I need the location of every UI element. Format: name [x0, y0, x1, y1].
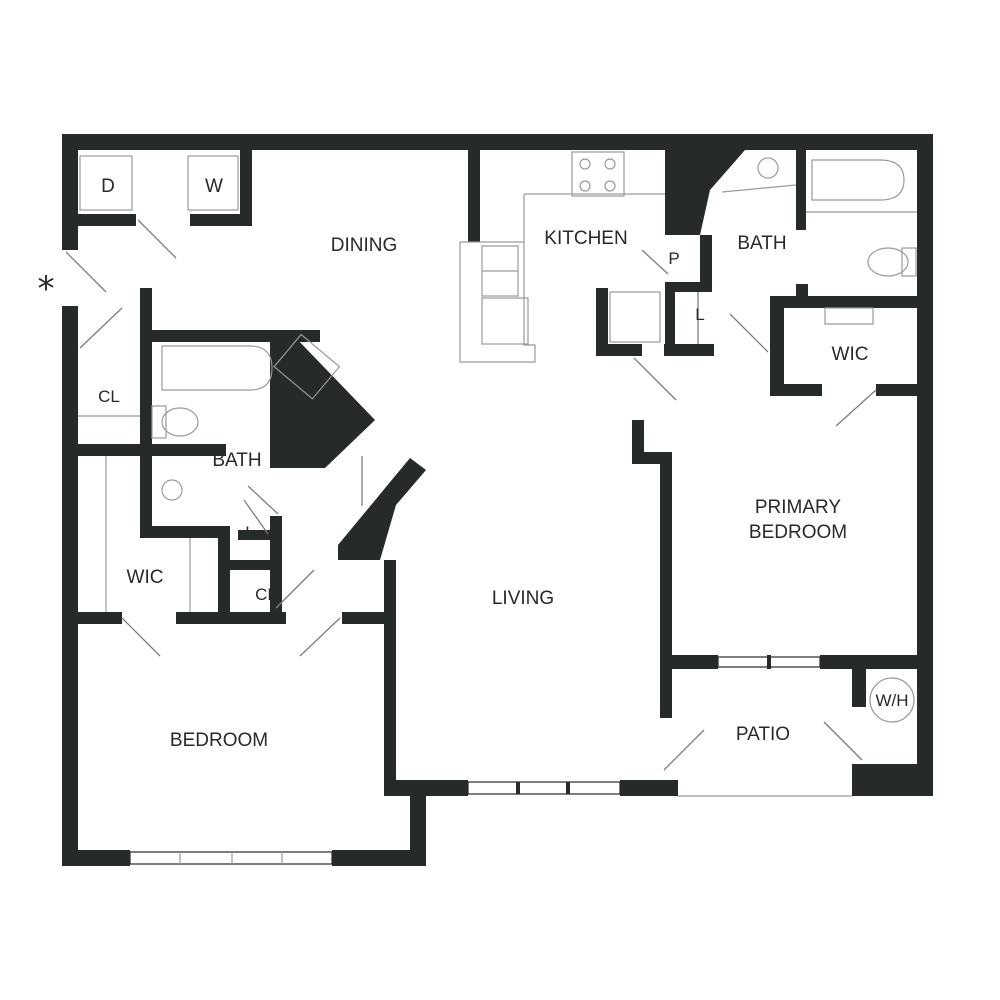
patio-label: PATIO [736, 724, 790, 745]
primary-wic-label: WIC [832, 344, 869, 365]
dining-label: DINING [331, 235, 398, 256]
entry-marker: * [38, 269, 55, 309]
interior-walls [78, 150, 933, 796]
bedroom-label: BEDROOM [170, 730, 268, 751]
primary-linen-label: L [695, 305, 704, 324]
secondary-wic-label: WIC [127, 567, 164, 588]
primary-bedroom-label-line2: BEDROOM [749, 522, 847, 543]
secondary-bath-label: BATH [212, 450, 261, 471]
washer-label: W [205, 176, 223, 197]
dryer-box [79, 155, 133, 211]
doors [65, 219, 877, 771]
kitchen-label: KITCHEN [544, 228, 627, 249]
primary-bedroom-label-line1: PRIMARY [755, 497, 842, 518]
secondary-closet-label: CL [255, 585, 277, 604]
windows [129, 655, 852, 865]
dryer-label: D [101, 176, 115, 197]
fixtures [78, 151, 917, 723]
primary-bath-label: BATH [737, 233, 786, 254]
living-label: LIVING [492, 588, 554, 609]
pantry-label: P [668, 249, 679, 268]
entry-closet-label: CL [98, 387, 120, 406]
washer-box [187, 155, 239, 211]
labels: * D W DINING KITCHEN P BATH L WIC PRIMAR… [38, 176, 909, 751]
water-heater-label: W/H [875, 691, 908, 710]
secondary-linen-label: L [245, 523, 254, 542]
